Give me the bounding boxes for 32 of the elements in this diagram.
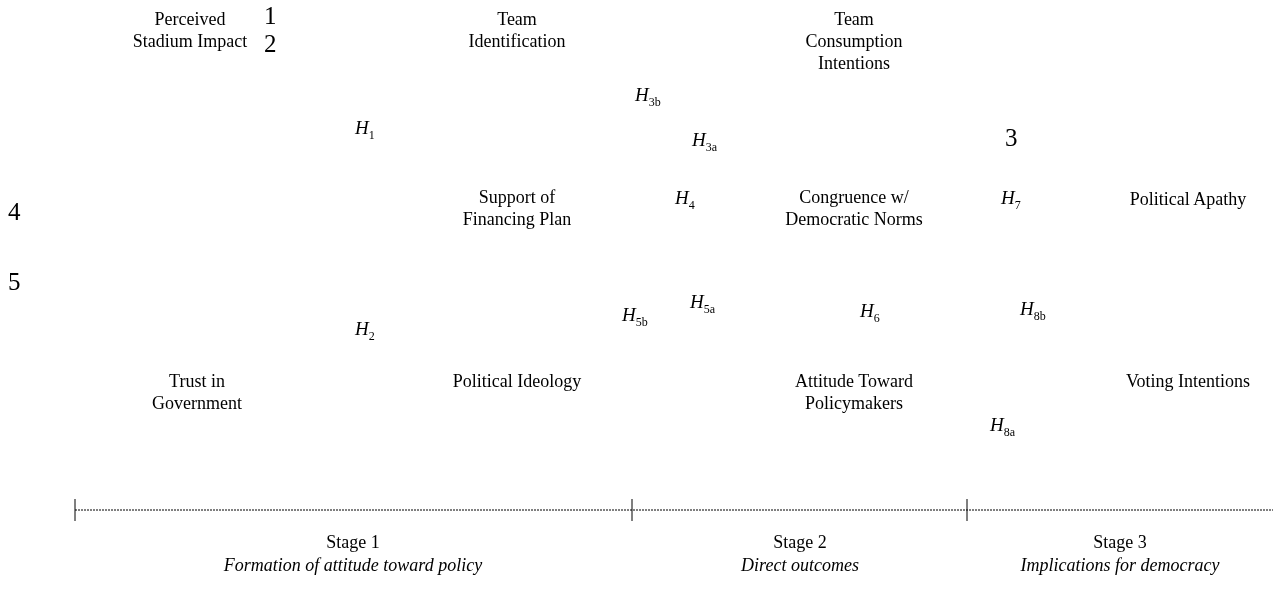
hypothesis-label: H$_{3a}$ xyxy=(692,129,718,156)
construct-label: Political Apathy xyxy=(1128,188,1248,210)
construct-label: Support of Financing Plan xyxy=(461,186,573,230)
stage-label: Stage 1 xyxy=(326,531,380,553)
hypothesis-label: H$_{5b}$ xyxy=(622,304,648,331)
number-label: 3 xyxy=(1005,124,1018,152)
construct-label: Attitude Toward Policymakers xyxy=(794,370,914,414)
hypothesis-label: H$_{7}$ xyxy=(1001,187,1021,214)
stage-description: Direct outcomes xyxy=(741,554,859,576)
construct-label: Congruence w/ Democratic Norms xyxy=(784,186,924,230)
construct-label: Team Identification xyxy=(467,8,567,52)
construct-label: Perceived Stadium Impact xyxy=(131,8,249,52)
hypothesis-label: H$_{3b}$ xyxy=(635,84,661,111)
hypothesis-label: H$_{2}$ xyxy=(355,318,375,345)
hypothesis-label: H$_{8a}$ xyxy=(990,414,1016,441)
number-label: 2 xyxy=(264,30,277,58)
number-label: 4 xyxy=(8,198,21,226)
stage-description: Formation of attitude toward policy xyxy=(223,554,483,576)
hypothesis-label: H$_{1}$ xyxy=(355,117,375,144)
hypothesis-label: H$_{5a}$ xyxy=(690,291,716,318)
stage-description: Implications for democracy xyxy=(1020,554,1220,576)
construct-label: Voting Intentions xyxy=(1124,370,1252,392)
stage-label: Stage 3 xyxy=(1093,531,1147,553)
number-label: 1 xyxy=(264,2,277,30)
construct-label: Team Consumption Intentions xyxy=(804,8,904,74)
stage-label: Stage 2 xyxy=(773,531,827,553)
number-label: 5 xyxy=(8,268,21,296)
hypothesis-label: H$_{8b}$ xyxy=(1020,298,1046,325)
construct-label: Political Ideology xyxy=(451,370,583,392)
hypothesis-label: H$_{4}$ xyxy=(675,187,695,214)
construct-label: Trust in Government xyxy=(151,370,243,414)
hypothesis-label: H$_{6}$ xyxy=(860,300,880,327)
